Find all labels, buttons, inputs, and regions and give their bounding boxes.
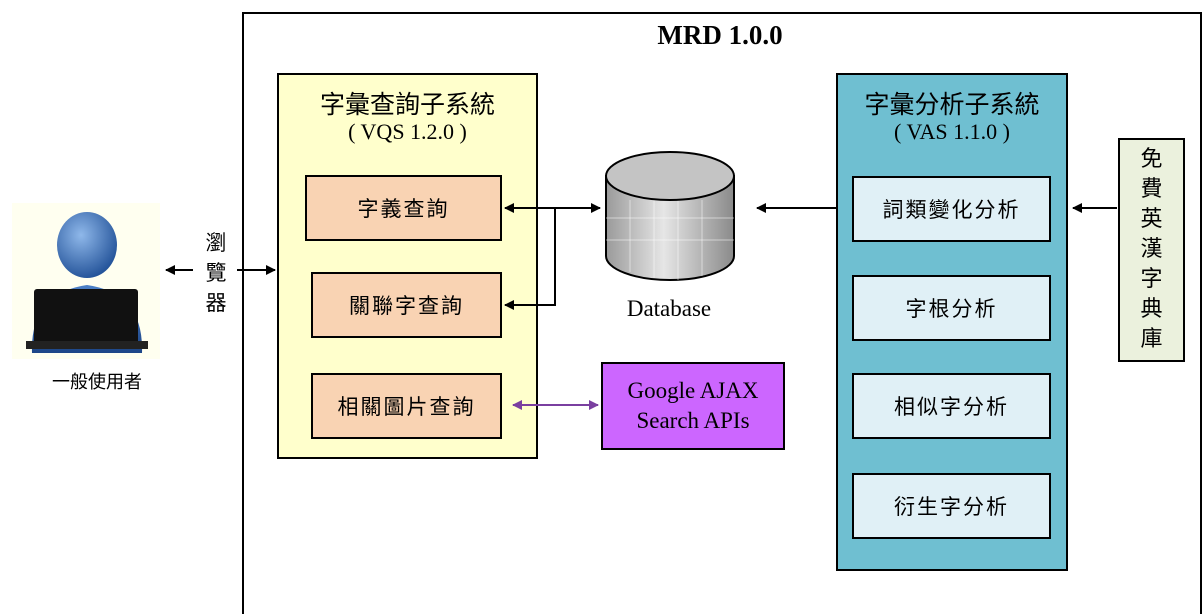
dictionary-box: 免 費 英 漢 字 典 庫: [1118, 138, 1185, 362]
dict-char: 字: [1140, 267, 1163, 292]
user-icon: [12, 203, 160, 359]
vqs-item-meaning-query: 字義查詢: [305, 175, 502, 241]
browser-char: 覽: [205, 261, 227, 285]
user-label: 一般使用者: [52, 372, 142, 393]
database-label: Database: [626, 296, 712, 321]
database-icon: [600, 148, 740, 288]
dict-char: 費: [1140, 177, 1163, 202]
vas-item-root-analysis: 字根分析: [852, 275, 1051, 341]
vqs-subtitle: ( VQS 1.2.0 ): [348, 119, 467, 144]
system-title: MRD 1.0.0: [657, 20, 783, 50]
browser-char: 器: [205, 291, 227, 315]
connector-layer: [165, 203, 1117, 410]
vqs-item-related-word-query: 關聯字查詢: [311, 272, 502, 338]
vas-item-derived-word-analysis: 衍生字分析: [852, 473, 1051, 539]
dict-char: 免: [1140, 147, 1163, 172]
browser-char: 瀏: [205, 231, 227, 255]
dict-char: 漢: [1140, 237, 1163, 262]
google-line1: Google AJAX: [627, 378, 759, 403]
google-line2: Search APIs: [636, 408, 750, 433]
google-ajax-box: Google AJAX Search APIs: [601, 362, 785, 450]
dict-char: 典: [1140, 297, 1163, 322]
vas-subtitle: ( VAS 1.1.0 ): [894, 119, 1010, 144]
browser-label: 瀏 覽 器: [196, 228, 236, 318]
system-frame: [242, 12, 1202, 614]
dict-char: 英: [1140, 207, 1163, 232]
vqs-database-arrow: [504, 203, 601, 310]
vqs-item-image-query: 相關圖片查詢: [311, 373, 502, 439]
vas-item-similar-word-analysis: 相似字分析: [852, 373, 1051, 439]
vqs-title: 字彙查詢子系統: [319, 90, 495, 119]
dict-char: 庫: [1140, 327, 1163, 352]
vas-item-pos-change-analysis: 詞類變化分析: [852, 176, 1051, 242]
vas-title: 字彙分析子系統: [864, 90, 1040, 119]
